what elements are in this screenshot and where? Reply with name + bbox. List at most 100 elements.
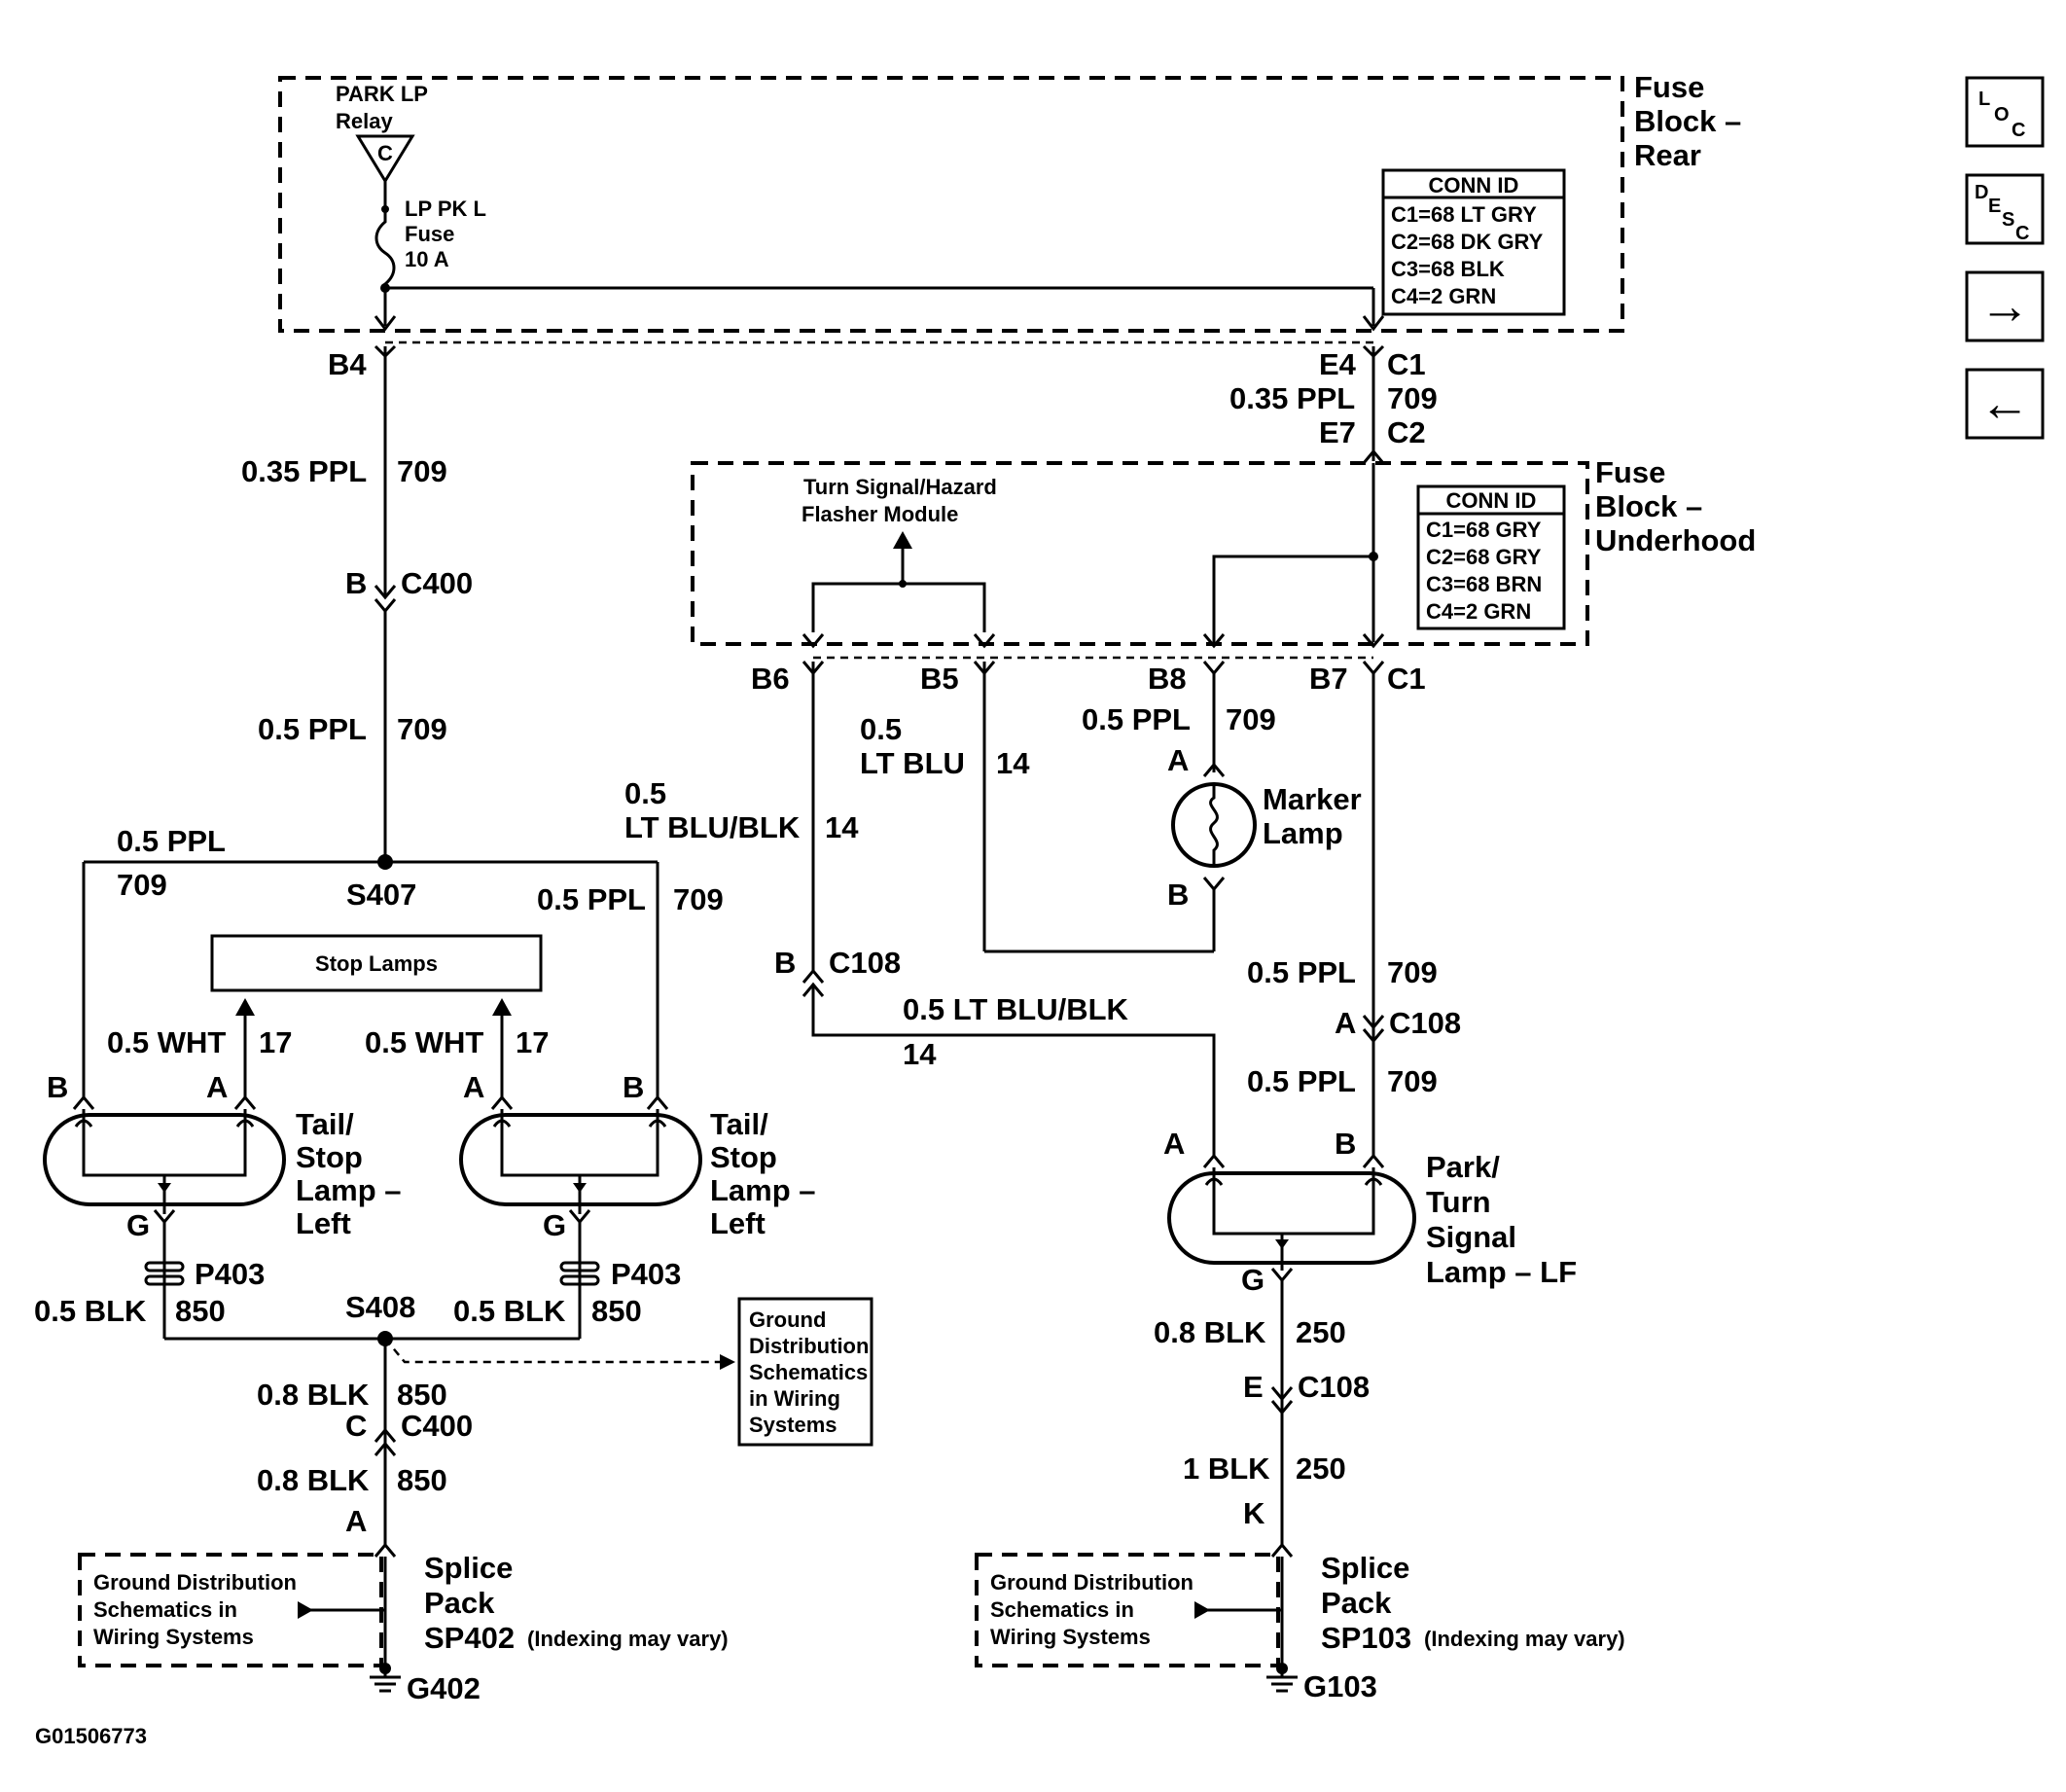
wire-05ppl-leftbranch: 0.5 PPL (117, 824, 226, 858)
marker-circuit: 709 (1226, 702, 1276, 736)
fuse-block-underhood-title: Fuse Block – Underhood (1595, 455, 1756, 557)
svg-text:E: E (1988, 196, 2001, 217)
lamp2-name: Tail/ Stop Lamp – Left (710, 1107, 824, 1240)
ltblublk-lower: 0.5 LT BLU/BLK (903, 992, 1129, 1026)
conn-id-rear-rows: C1=68 LT GRY C2=68 DK GRY C3=68 BLK C4=2… (1391, 202, 1549, 308)
marker-lamp-name: Marker Lamp (1263, 782, 1370, 850)
c400-connector-top: C400 (401, 566, 473, 600)
splice-pack-left-label: Splice Pack (424, 1551, 521, 1620)
park-turn-signal-lamp-lf (1167, 1171, 1416, 1265)
lamp1-pin-a: A (206, 1070, 228, 1104)
wire-ppl-right-a: 0.5 PPL (1247, 955, 1356, 989)
ground-g103-icon (1276, 1663, 1288, 1674)
svg-text:D: D (1975, 182, 1988, 203)
circuit-709-rightbranch: 709 (673, 882, 724, 916)
pin-b5: B5 (920, 662, 959, 696)
svg-text:L: L (1978, 89, 1990, 110)
pin-b8: B8 (1148, 662, 1187, 696)
desc-button[interactable]: D E S C (1965, 173, 2045, 245)
p403-right: P403 (611, 1257, 681, 1291)
park-pin-a: A (1163, 1127, 1185, 1161)
pin-e7: E7 (1319, 415, 1356, 449)
lamp2-pin-a: A (463, 1070, 484, 1104)
relay-letter: C (377, 141, 393, 165)
indexing-note-left: (Indexing may vary) (527, 1627, 729, 1651)
wire-035ppl-left: 0.35 PPL (241, 454, 367, 488)
lp-pk-l-fuse-label: LP PK L Fuse 10 A (405, 197, 492, 271)
wire-wht-left: 0.5 WHT (107, 1025, 226, 1059)
ground-distribution-left-text: Ground Distribution Schematics in Wiring… (93, 1570, 303, 1649)
c108-connector-lower: C108 (1298, 1370, 1370, 1404)
marker-pin-b: B (1167, 878, 1189, 912)
fuse-symbol (374, 209, 396, 288)
circuit-850-b: 850 (397, 1463, 447, 1497)
svg-text:C: C (2015, 223, 2029, 244)
circuit-14-lower: 14 (903, 1037, 937, 1071)
c400-pin-c: C (345, 1409, 367, 1443)
circuit-14-ltblublk: 14 (825, 810, 859, 844)
c108-connector-left: C108 (829, 946, 901, 980)
ltblublk-color: LT BLU/BLK (624, 810, 801, 844)
lamp2-pin-b: B (623, 1070, 644, 1104)
c400-pin-b: B (345, 566, 367, 600)
circuit-17-right: 17 (516, 1025, 549, 1059)
circuit-17-left: 17 (259, 1025, 292, 1059)
conn-id-underhood-box (1416, 484, 1566, 630)
marker-pin-a: A (1167, 743, 1189, 777)
back-arrow-icon: ← (1979, 376, 2030, 432)
lamp1-pin-g: G (126, 1208, 150, 1242)
wire-ppl-right-b: 0.5 PPL (1247, 1064, 1356, 1098)
wire-wht-right: 0.5 WHT (365, 1025, 483, 1059)
forward-button[interactable]: → (1965, 270, 2045, 342)
stop-lamps-label: Stop Lamps (315, 951, 438, 976)
circuit-250-b: 250 (1296, 1452, 1346, 1486)
connector-c2: C2 (1387, 415, 1426, 449)
wire-05ppl-main: 0.5 PPL (258, 712, 367, 746)
pin-b6: B6 (751, 662, 790, 696)
svg-text:S: S (2002, 209, 2014, 231)
ground-distribution-right-text: Ground Distribution Schematics in Wiring… (990, 1570, 1199, 1649)
connector-c1-mid: C1 (1387, 662, 1426, 696)
circuit-709-leftbranch: 709 (117, 868, 167, 902)
pin-e4: E4 (1319, 347, 1357, 381)
fuse-block-rear-title: Fuse Block – Rear (1634, 70, 1750, 172)
stop-lamps-box (210, 934, 543, 992)
c108-pin-e: E (1243, 1370, 1264, 1404)
svg-text:O: O (1994, 104, 2010, 125)
c108-pin-a: A (1335, 1006, 1356, 1040)
circuit-14-ltblu: 14 (996, 746, 1030, 780)
s408-label: S408 (345, 1290, 415, 1324)
conn-id-underhood-rows: C1=68 GRY C2=68 GRY C3=68 BRN C4=2 GRN (1426, 518, 1548, 624)
circuit-250-a: 250 (1296, 1315, 1346, 1349)
conn-id-underhood-title: CONN ID (1446, 488, 1537, 513)
ground-distribution-ref-text: Ground Distribution Schematics in Wiring… (749, 1308, 875, 1437)
wire-035ppl-right: 0.35 PPL (1229, 381, 1355, 415)
ltblublk-gauge: 0.5 (624, 776, 666, 810)
wire-08blk-a: 0.8 BLK (257, 1378, 370, 1412)
conn-id-rear-title: CONN ID (1429, 173, 1519, 197)
park-pin-g: G (1241, 1263, 1265, 1297)
ground-distribution-ref-box (737, 1297, 873, 1447)
sp402-pin-a: A (345, 1504, 367, 1538)
connector-c1-top: C1 (1387, 347, 1426, 381)
ltblu-gauge: 0.5 (860, 712, 902, 746)
sp103-pin-k: K (1243, 1496, 1265, 1530)
wire-08blk-b: 0.8 BLK (257, 1463, 370, 1497)
svg-text:C: C (2012, 120, 2025, 141)
sp402-label: SP402 (424, 1621, 515, 1655)
circuit-709-ra: 709 (1387, 955, 1438, 989)
circuit-709-right: 709 (1387, 381, 1438, 415)
back-button[interactable]: ← (1965, 368, 2045, 440)
p403-left: P403 (195, 1257, 265, 1291)
circuit-709-left: 709 (397, 454, 447, 488)
fuse-block-rear-outline (278, 76, 1624, 333)
loc-button[interactable]: L O C (1965, 76, 2045, 148)
conn-id-rear-box (1381, 168, 1566, 316)
relay-contact-symbol (355, 134, 415, 184)
lamp1-pin-b: B (47, 1070, 68, 1104)
wire-blk-right: 0.5 BLK (453, 1294, 566, 1328)
forward-arrow-icon: → (1979, 278, 2030, 335)
lamp2-pin-g: G (543, 1208, 566, 1242)
circuit-850-left: 850 (175, 1294, 226, 1328)
